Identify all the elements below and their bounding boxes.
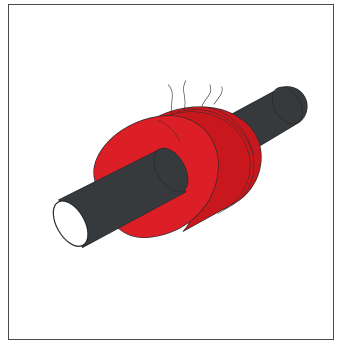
illustration-frame (8, 4, 334, 340)
pipe-open-end (52, 200, 89, 247)
pipe-sleeve-illustration (52, 80, 308, 249)
pipe-front-segment (58, 147, 189, 249)
